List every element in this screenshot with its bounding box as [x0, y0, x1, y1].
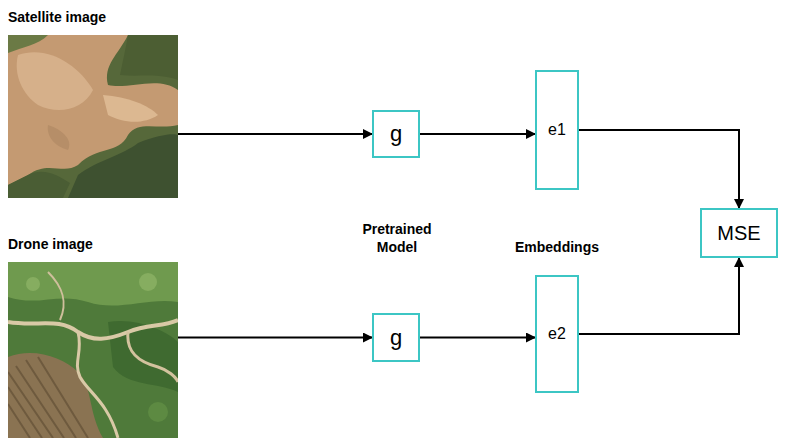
arrow-connector — [579, 130, 739, 208]
box-text: e1 — [548, 121, 566, 139]
model-box: g — [372, 313, 420, 362]
box-text: e2 — [548, 325, 566, 343]
loss-box: MSE — [700, 208, 778, 258]
stage-label: Embeddings — [502, 238, 612, 256]
image-source: Satellite image — [8, 8, 178, 198]
embedding-box: e1 — [535, 70, 579, 190]
box-text: g — [390, 325, 402, 351]
model-box: g — [372, 110, 420, 158]
box-text: g — [390, 121, 402, 147]
drone-picture — [8, 262, 178, 438]
box-text: MSE — [717, 222, 760, 245]
arrow-connector — [178, 337, 372, 339]
arrow-connector — [420, 133, 535, 135]
stage-label: Pretrained Model — [342, 220, 452, 256]
arrow-connector — [420, 337, 535, 339]
image-source: Drone image — [8, 235, 178, 438]
satellite-picture — [8, 35, 178, 198]
image-caption: Satellite image — [8, 8, 178, 26]
arrow-connector — [579, 258, 739, 334]
arrow-connector — [178, 133, 372, 135]
embedding-box: e2 — [535, 275, 579, 393]
image-caption: Drone image — [8, 235, 178, 253]
